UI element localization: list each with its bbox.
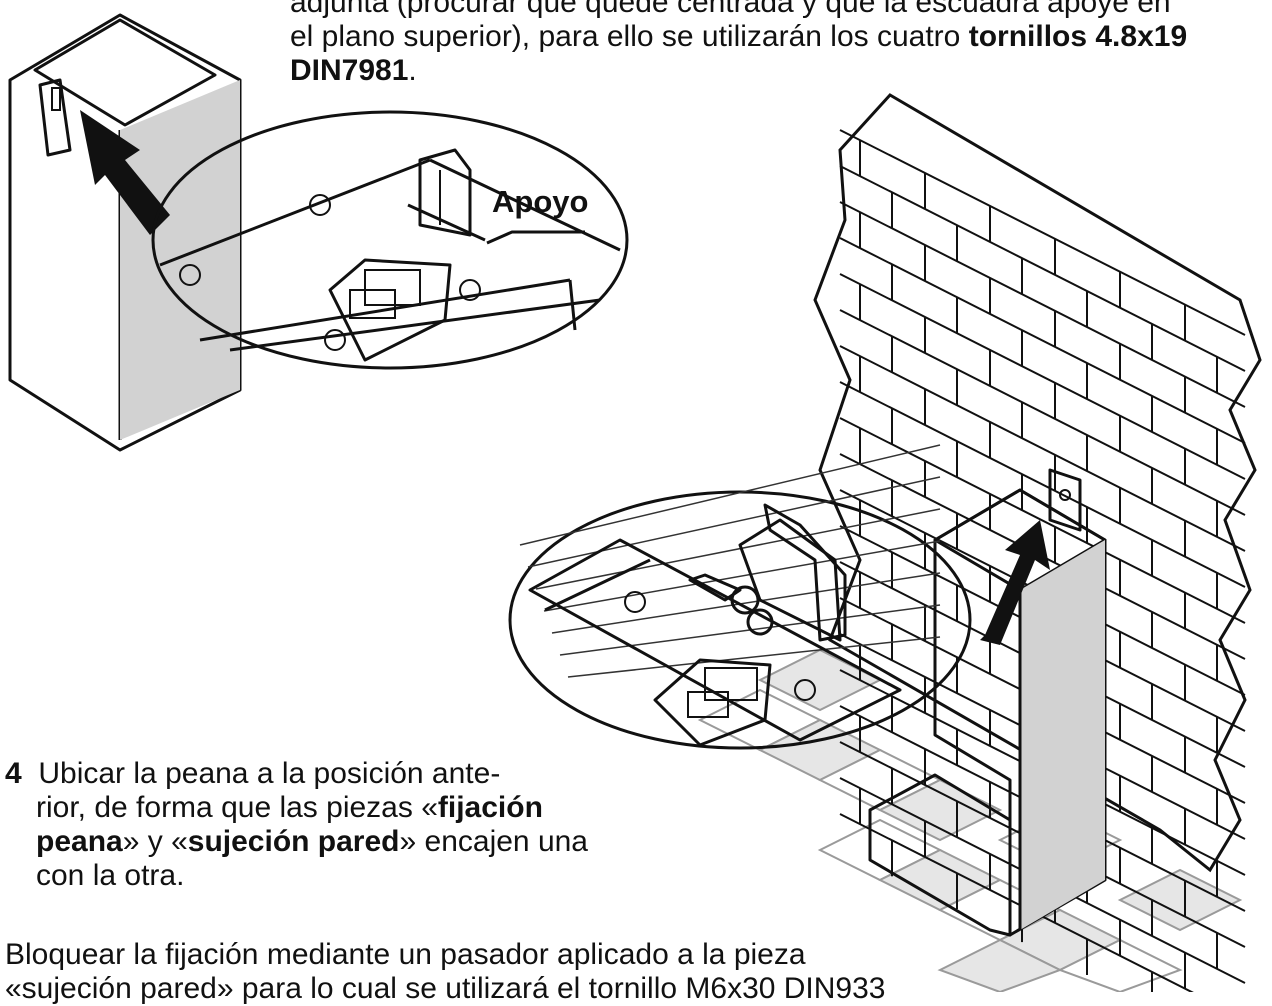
screws-spec: tornillos 4.8x19 <box>968 20 1188 53</box>
callout-apoyo: Apoyo <box>492 184 589 219</box>
intro-line-1: adjunta (procurar que quede centrada y q… <box>290 0 1171 19</box>
pedestal-top-left <box>8 13 242 452</box>
intro-line-2: el plano superior), para ello se utiliza… <box>290 20 1188 53</box>
din-spec: DIN7981 <box>290 54 409 87</box>
step4-line-4: con la otra. <box>36 859 185 892</box>
step4-line-1: 4 Ubicar la peana a la posición ante- <box>5 757 501 790</box>
step4-line-2: rior, de forma que las piezas «fijación <box>36 791 543 824</box>
bottom-line-2: «sujeción pared» para lo cual se utiliza… <box>5 972 886 1005</box>
step4-line-3: peana» y «sujeción pared» encajen una <box>36 825 588 858</box>
bottom-line-1: Bloquear la fijación mediante un pasador… <box>5 938 806 971</box>
detail-circle-top <box>151 110 629 370</box>
pedestal-installed <box>868 468 1107 937</box>
step-number: 4 <box>5 757 22 790</box>
intro-line-3: DIN7981. <box>290 54 417 87</box>
detail-circle-middle <box>508 444 972 750</box>
